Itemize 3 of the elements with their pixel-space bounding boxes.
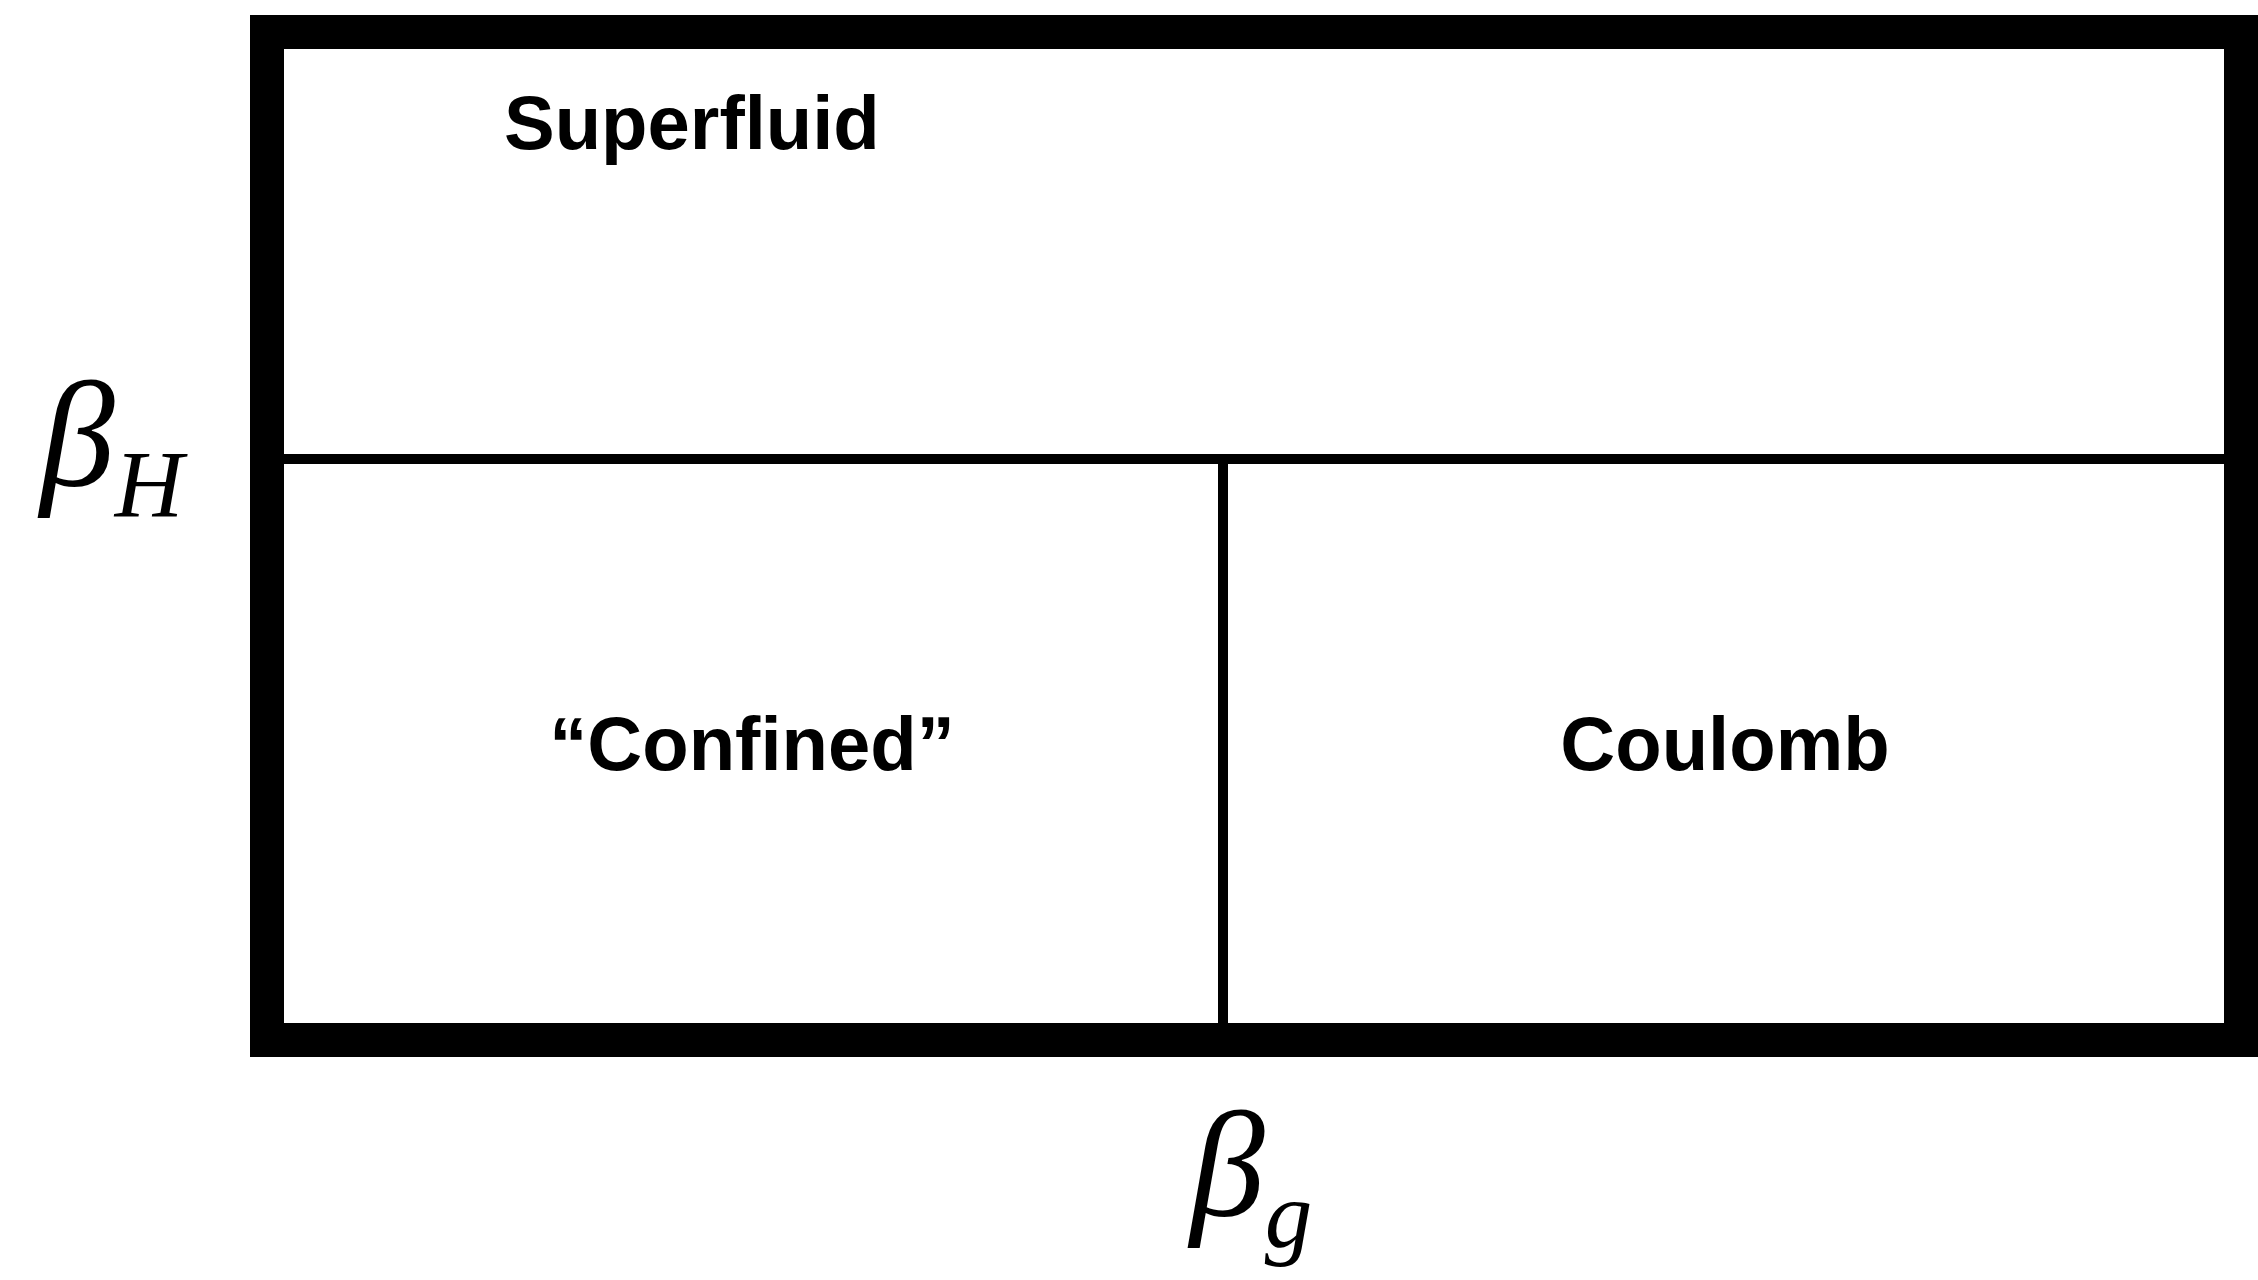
region-label: Coulomb: [1560, 699, 1890, 786]
region-label: Superfluid: [504, 79, 880, 166]
region-label: “Confined”: [549, 699, 955, 786]
